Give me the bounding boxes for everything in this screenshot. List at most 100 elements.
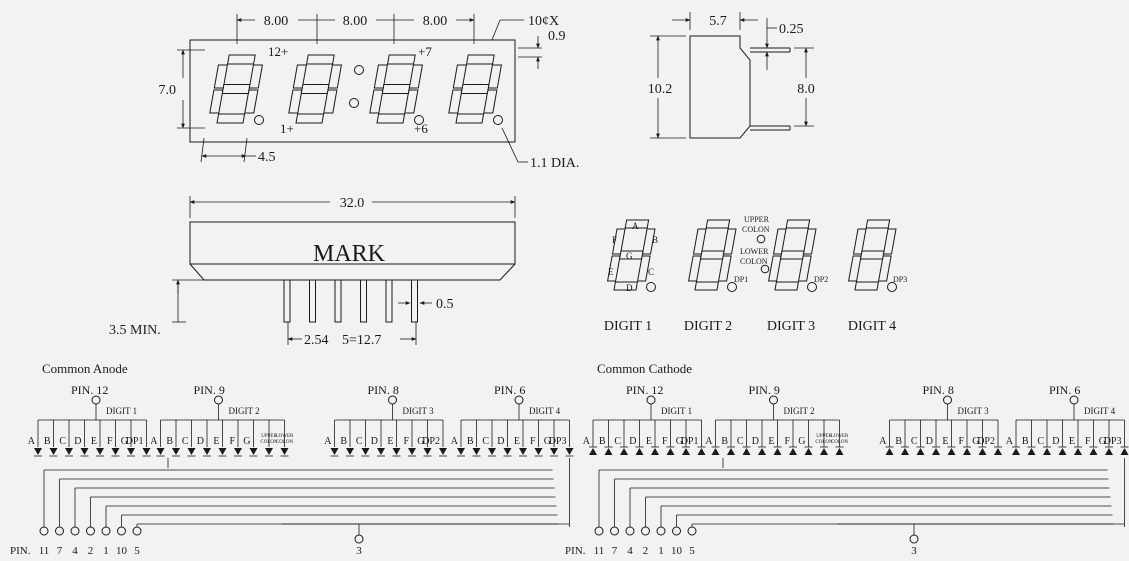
digit-2-label: DIGIT 2 <box>684 319 732 334</box>
segment-label: G <box>1099 436 1106 447</box>
digit-view-2-seg-d <box>694 281 719 291</box>
top-digit-1-seg-a <box>227 54 256 65</box>
lead-6 <box>411 279 418 323</box>
digit-view-1-seg-e <box>607 255 621 282</box>
segment-label: A <box>705 436 713 447</box>
top-digit-2-seg-d <box>295 113 325 124</box>
colon-pin-terminal <box>354 534 364 544</box>
top-digit-4-seg-a <box>466 54 495 65</box>
segment-label: E <box>91 436 97 447</box>
diode-lower-colon <box>280 448 289 455</box>
upper-colon-segment <box>756 234 766 244</box>
diode-d <box>1058 448 1067 455</box>
group-pin-label: PIN. 12 <box>71 383 108 397</box>
top-digit-4-seg-e <box>448 89 463 114</box>
bottom-pin-terminal <box>86 526 95 536</box>
segment-label: C <box>737 436 744 447</box>
diode-b <box>172 448 180 455</box>
segment-label: A <box>583 436 591 447</box>
digit-view-4-seg-f <box>852 228 867 255</box>
segment-label: F <box>229 436 235 447</box>
diode-d <box>203 448 211 455</box>
diode-g <box>804 448 813 455</box>
diode-f <box>1089 448 1098 455</box>
top-digit-1-seg-e <box>209 89 224 114</box>
segment-label: D <box>197 436 204 447</box>
segment-label: C <box>911 436 918 447</box>
digit-view-3-seg-e <box>768 255 782 282</box>
span-dimension: 5=12.7 <box>342 333 381 348</box>
diode-g <box>423 448 432 455</box>
diode-e <box>218 448 227 455</box>
top-digit-1-seg-b <box>248 64 263 89</box>
side-body-outline <box>689 35 751 139</box>
diode-g <box>978 448 987 455</box>
diode-e <box>773 448 782 455</box>
segment-label: E <box>768 436 774 447</box>
diode-c <box>742 448 751 455</box>
segment-label-e: E <box>608 267 614 277</box>
pin-count-dimension: 10¢X <box>528 14 559 29</box>
colon-pin-number: 3 <box>911 545 917 557</box>
digit-view-3-seg-c <box>798 255 812 282</box>
digit-1-label: DIGIT 1 <box>604 319 652 334</box>
bottom-pin-terminal <box>117 526 126 536</box>
bottom-pin-number: 10 <box>116 545 128 557</box>
diode-a <box>156 448 165 455</box>
bottom-pin-number: 7 <box>612 545 618 557</box>
diode-c <box>916 448 925 455</box>
lead-3 <box>334 279 342 323</box>
group-pin-label: PIN. 8 <box>368 383 399 397</box>
group-digit-label: DIGIT 4 <box>529 406 561 416</box>
diode-f <box>666 448 675 455</box>
bottom-pin-terminal <box>101 526 111 536</box>
segment-label: G <box>417 436 424 447</box>
bottom-pin-number: 2 <box>88 545 94 557</box>
segment-label: F <box>662 436 668 447</box>
diode-a <box>1012 448 1020 455</box>
group-digit-label: DIGIT 2 <box>784 406 815 416</box>
top-digit-2-seg-c <box>323 89 338 114</box>
inner-height-dimension: 8.0 <box>797 82 815 97</box>
lead-1 <box>283 279 291 323</box>
segment-label: D <box>629 436 636 447</box>
digit-view-2-seg-g <box>700 250 725 260</box>
segment-label: G <box>972 436 979 447</box>
digit-view-1-seg-b <box>641 228 656 255</box>
digit-view-2-seg-e <box>688 255 702 282</box>
pitch-2-dimension: 8.00 <box>343 14 368 29</box>
diode-e <box>947 448 956 455</box>
diode-a <box>711 448 720 455</box>
dp1-label: DP1 <box>734 275 748 284</box>
segment-label: C <box>1037 436 1044 447</box>
group-pin-terminal <box>388 395 397 405</box>
digit-view-3-seg-f <box>772 228 787 255</box>
group-digit-label: DIGIT 4 <box>1084 406 1116 416</box>
digit-view-3-dp <box>807 282 817 292</box>
diode-upper-colon <box>265 448 273 455</box>
height-dimension-side: 10.2 <box>648 82 673 97</box>
segment-label: DP2 <box>422 436 440 447</box>
group-pin-terminal <box>214 395 223 405</box>
diode-g <box>249 448 258 455</box>
length-dimension: 32.0 <box>340 196 365 211</box>
bottom-pin-number: 4 <box>627 545 633 557</box>
diode-c <box>1043 448 1051 455</box>
segment-label: F <box>107 436 113 447</box>
group-pin-label: PIN. 12 <box>626 383 663 397</box>
diode-a <box>34 448 42 455</box>
diode-dp3 <box>565 448 574 455</box>
upper-colon-label-1: UPPER <box>744 215 770 224</box>
segment-label: C <box>482 436 489 447</box>
diode-b <box>1027 448 1036 455</box>
pin-1-label: 1+ <box>280 121 294 136</box>
group-pin-terminal <box>646 395 656 405</box>
segment-label: DP1 <box>681 436 699 447</box>
digit-view-2-seg-f <box>692 228 707 255</box>
bottom-pin-terminal <box>625 526 635 536</box>
bottom-pin-number: 1 <box>658 545 664 557</box>
segment-label: A <box>28 436 36 447</box>
segment-label: E <box>1069 436 1075 447</box>
diode-g <box>682 448 690 455</box>
